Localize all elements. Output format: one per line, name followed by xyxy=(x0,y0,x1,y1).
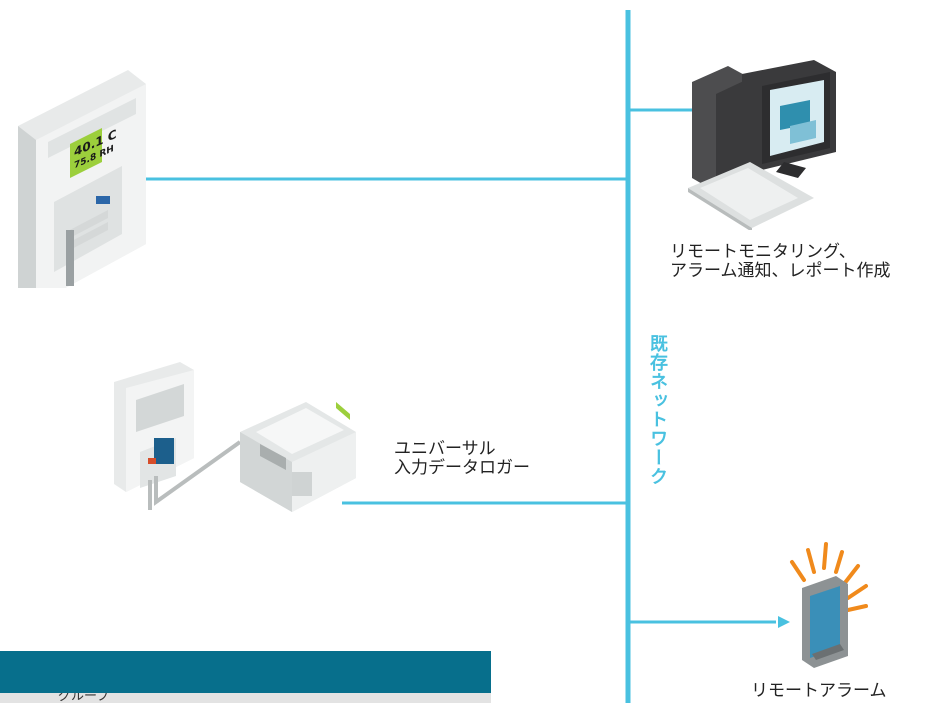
computer-label-line1: リモートモニタリング、 xyxy=(670,242,856,262)
computer-label-line2: アラーム通知、レポート作成 xyxy=(670,261,891,281)
logger-label-line2: 入力データロガー xyxy=(394,458,530,478)
footer-text: グループ xyxy=(58,693,110,703)
phone-alarm-icon xyxy=(790,542,868,668)
computer-icon xyxy=(688,60,836,230)
computer-label: リモートモニタリング、 アラーム通知、レポート作成 xyxy=(670,243,891,281)
transmitter-device: 40.1 C 75.8 RH xyxy=(8,66,148,288)
logger-label-line1: ユニバーサル xyxy=(394,439,496,459)
footer-subbar: グループ xyxy=(0,693,491,703)
footer-banner xyxy=(0,651,491,693)
phone-label: リモートアラーム xyxy=(751,681,887,701)
logger-label: ユニバーサル 入力データロガー xyxy=(394,440,530,478)
transmitter-icon xyxy=(18,70,146,288)
arrow-head-icon xyxy=(778,616,790,628)
logger-icon xyxy=(114,362,356,512)
network-label: 既存ネットワーク xyxy=(647,334,668,486)
